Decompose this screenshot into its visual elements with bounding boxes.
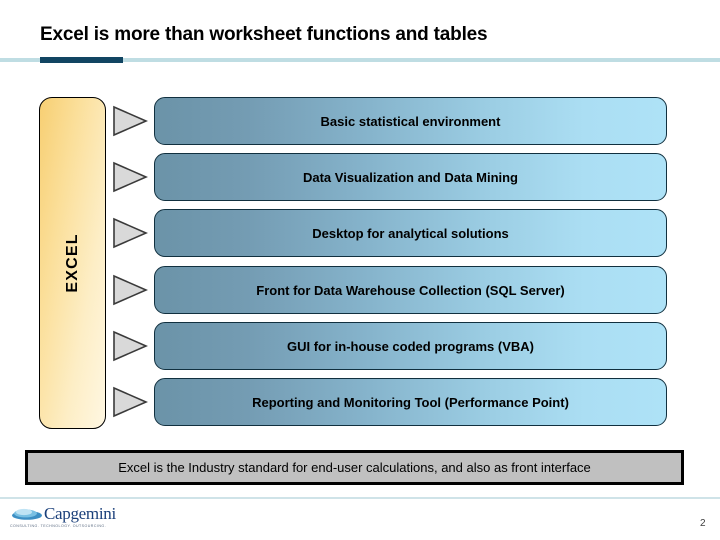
- arrow-connector-1: [110, 104, 150, 138]
- title-divider-accent: [40, 57, 123, 63]
- capability-bar-1[interactable]: Basic statistical environment: [154, 97, 667, 145]
- summary-callout-box: Excel is the Industry standard for end-u…: [25, 450, 684, 485]
- page-title: Excel is more than worksheet functions a…: [40, 24, 488, 45]
- capgemini-tagline: CONSULTING. TECHNOLOGY. OUTSOURCING.: [10, 524, 107, 528]
- capability-bar-4[interactable]: Front for Data Warehouse Collection (SQL…: [154, 266, 667, 314]
- excel-hub-label: EXCEL: [63, 233, 81, 293]
- arrow-connector-4: [110, 273, 150, 307]
- capability-bar-label: Front for Data Warehouse Collection (SQL…: [256, 282, 565, 298]
- capability-bar-label: Data Visualization and Data Mining: [302, 169, 518, 185]
- page-number: 2: [700, 518, 706, 529]
- arrow-connector-2: [110, 160, 150, 194]
- triangle-right-icon: [113, 386, 148, 418]
- capability-bar-label: Desktop for analytical solutions: [312, 225, 509, 241]
- summary-callout-text: Excel is the Industry standard for end-u…: [118, 460, 591, 475]
- triangle-right-icon: [113, 274, 148, 306]
- capgemini-logo: Capgemini CONSULTING. TECHNOLOGY. OUTSOU…: [8, 503, 116, 533]
- arrow-connector-6: [110, 385, 150, 419]
- capability-bar-5[interactable]: GUI for in-house coded programs (VBA): [154, 322, 667, 370]
- capability-bar-label: Reporting and Monitoring Tool (Performan…: [252, 394, 569, 410]
- excel-hub-box[interactable]: EXCEL: [39, 97, 106, 429]
- arrow-connector-3: [110, 216, 150, 250]
- capability-bar-6[interactable]: Reporting and Monitoring Tool (Performan…: [154, 378, 667, 426]
- triangle-right-icon: [113, 105, 148, 137]
- capgemini-swoosh-icon: [12, 508, 42, 520]
- title-divider: [0, 58, 720, 62]
- capability-bar-label: Basic statistical environment: [320, 113, 501, 129]
- triangle-right-icon: [113, 161, 148, 193]
- triangle-right-icon: [113, 330, 148, 362]
- capgemini-wordmark: Capgemini: [44, 504, 116, 523]
- capability-bar-label: GUI for in-house coded programs (VBA): [286, 338, 534, 354]
- capability-bar-3[interactable]: Desktop for analytical solutions: [154, 209, 667, 257]
- capability-bar-2[interactable]: Data Visualization and Data Mining: [154, 153, 667, 201]
- triangle-right-icon: [113, 217, 148, 249]
- arrow-connector-5: [110, 329, 150, 363]
- footer-divider: [0, 497, 720, 499]
